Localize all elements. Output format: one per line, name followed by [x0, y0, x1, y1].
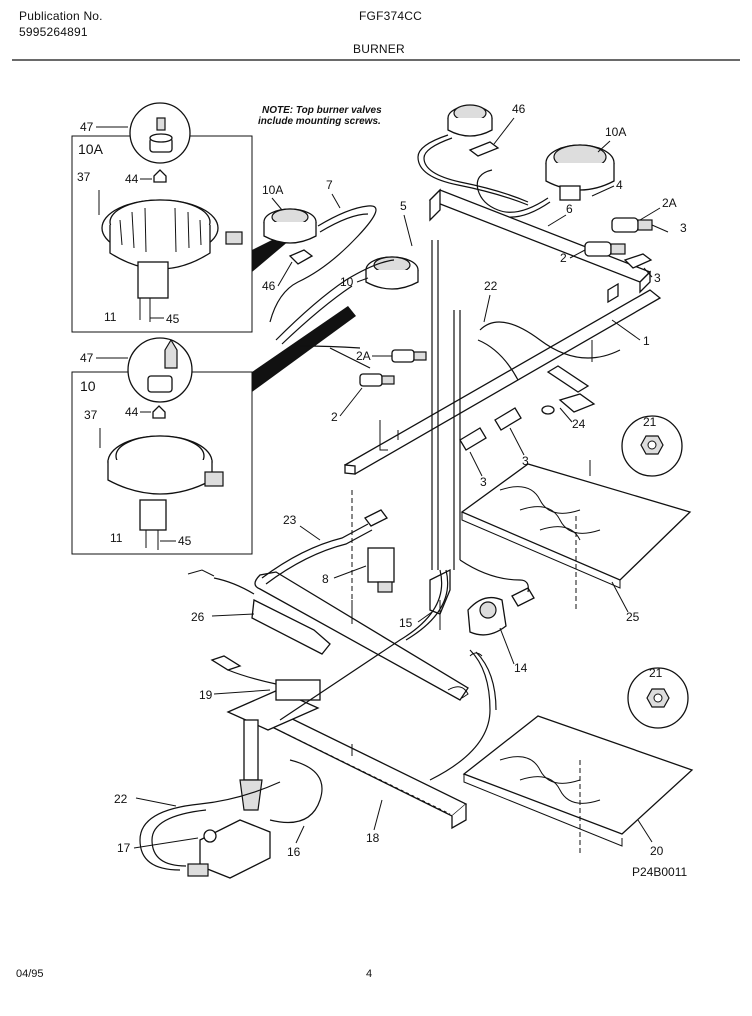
model-number: FGF374CC — [359, 9, 422, 23]
callout-21-lower: 21 — [649, 666, 663, 680]
callout-24: 24 — [572, 417, 586, 431]
inset-10-callout-44: 44 — [125, 405, 139, 419]
callout-25: 25 — [626, 610, 640, 624]
callout-46-left: 46 — [262, 279, 276, 293]
callout-labels: 46 10A 4 6 2A 3 10A 7 5 46 10 2A 2 3 22 … — [114, 102, 687, 859]
inset-10a-callout-37: 37 — [77, 170, 91, 184]
callout-46-top: 46 — [512, 102, 526, 116]
callout-2a-left: 2A — [356, 349, 371, 363]
callout-5: 5 — [400, 199, 407, 213]
footer-date: 04/95 — [16, 968, 44, 980]
lower-shield — [462, 715, 694, 856]
callout-10-center: 10 — [340, 275, 354, 289]
callout-16: 16 — [287, 845, 301, 859]
callout-20: 20 — [650, 844, 664, 858]
callout-2a-right: 2A — [662, 196, 677, 210]
inset-10a-callout-11: 11 — [104, 310, 117, 324]
callout-10a-left: 10A — [262, 183, 283, 197]
note-line-2: include mounting screws. — [258, 116, 381, 127]
callout-10a-right: 10A — [605, 125, 626, 139]
callout-14: 14 — [514, 661, 528, 675]
callout-1: 1 — [643, 334, 650, 348]
section-title: BURNER — [353, 42, 405, 56]
callout-21-upper: 21 — [643, 415, 657, 429]
inset-10a: 10A 47 37 44 11 45 — [71, 102, 253, 333]
inset-10a-callout-47: 47 — [80, 120, 94, 134]
callout-15: 15 — [399, 616, 413, 630]
note-line-1: NOTE: Top burner valves — [262, 105, 382, 116]
callout-26: 26 — [191, 610, 205, 624]
callout-2-left: 2 — [331, 410, 338, 424]
callout-8: 8 — [322, 572, 329, 586]
top-burner-parts — [263, 104, 669, 570]
inset-10-callout-37: 37 — [84, 408, 98, 422]
callout-19: 19 — [199, 688, 213, 702]
callout-18: 18 — [366, 831, 380, 845]
callout-23: 23 — [283, 513, 297, 527]
upper-shield — [460, 460, 692, 612]
oven-burners — [139, 490, 535, 879]
inset-10a-callout-44: 44 — [125, 172, 139, 186]
inset-10-callout-11: 11 — [110, 531, 123, 545]
publication-label: Publication No. — [19, 9, 103, 23]
callout-2-right: 2 — [560, 251, 567, 265]
callout-3-lower-right: 3 — [522, 454, 529, 468]
page-number: 4 — [366, 968, 373, 980]
callout-6: 6 — [566, 202, 573, 216]
callout-4: 4 — [616, 178, 623, 192]
inset-10: 10 47 37 44 11 45 — [71, 337, 253, 555]
inset-10-callout-47: 47 — [80, 351, 94, 365]
inset-10a-title: 10A — [78, 141, 104, 157]
inset-10-title: 10 — [80, 378, 96, 394]
callout-3-upper-right: 3 — [654, 271, 661, 285]
callout-3-lower-left: 3 — [480, 475, 487, 489]
callout-7: 7 — [326, 178, 333, 192]
callout-3-top-right: 3 — [680, 221, 687, 235]
callout-22-upper: 22 — [484, 279, 498, 293]
diagram-reference: P24B0011 — [632, 865, 687, 879]
inset-10-callout-45: 45 — [178, 534, 192, 548]
callout-22-lower: 22 — [114, 792, 128, 806]
publication-number: 5995264891 — [19, 25, 88, 39]
inset-10a-callout-45: 45 — [166, 312, 180, 326]
callout-17: 17 — [117, 841, 131, 855]
